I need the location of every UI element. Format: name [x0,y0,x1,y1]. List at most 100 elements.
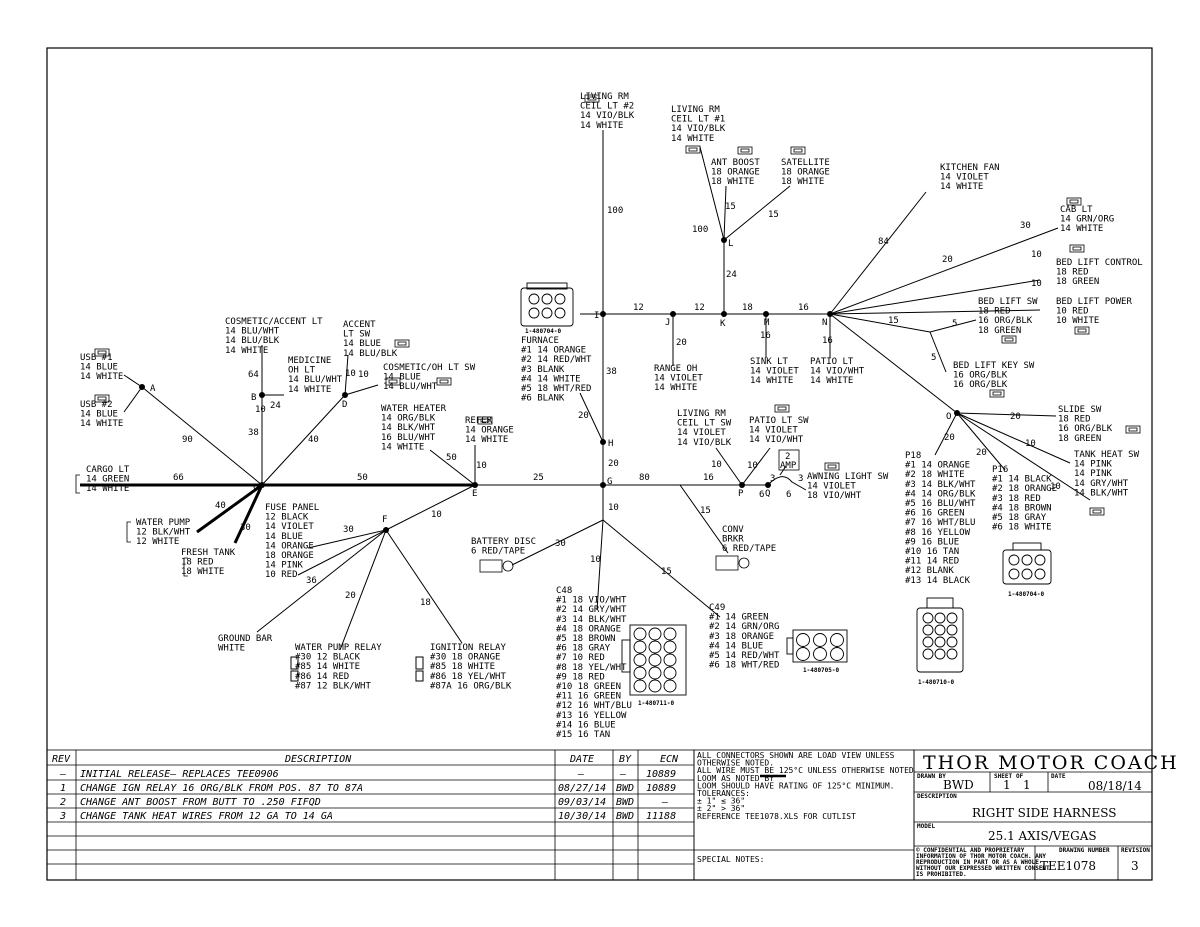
bundle-line: #6 16 GREEN [905,509,965,519]
bundle-line: WATER PUMP [136,518,191,528]
bundle-line: #1 14 ORANGE [905,461,970,471]
bundle-line: GROUND BAR [218,634,273,644]
bundle-line: LIVING RM [580,92,629,102]
bundle-line: 14 WHITE [465,435,508,445]
connector-pin [946,612,958,624]
bundle-ignition-relay: IGNITION RELAY#30 18 ORANGE#85 18 WHITE#… [430,643,512,691]
svg-text:1-480710-0: 1-480710-0 [918,679,955,686]
wire-length: 10 [747,461,758,471]
bundle-line: BED LIFT SW [978,297,1038,307]
bundle-line: WATER HEATER [381,404,447,414]
bundle-line: #12 BLANK [905,566,954,576]
bundle-line: 6 RED/TAPE [471,547,525,557]
bundle-line: 14 PINK [265,561,304,571]
node-o: O [946,412,951,422]
wire-length: 40 [308,435,319,445]
bundle-line: OH LT [288,366,316,376]
bundle-line: P16 [992,465,1008,475]
wire-length: 20 [608,459,619,469]
connector-icon [394,339,410,348]
bundle-line: #3 18 ORANGE [709,632,774,642]
connector-pin [1008,568,1020,580]
connector-pin [648,679,662,693]
drawing-number: TEE1078 [1040,859,1096,873]
note-line: ± 2" > 36" [697,804,745,813]
wire-length: 5 [952,319,957,329]
connector-pin [633,653,647,667]
bundle-line: 14 VIO/WHT [749,435,804,445]
bundle-line: CEIL LT #2 [580,102,634,112]
note-line: LOOM SHOULD HAVE RATING OF 125°C MINIMUM… [697,781,894,790]
bundle-line: 14 BLK/WHT [1074,488,1129,498]
wire-length: 16 [798,303,809,313]
wire-length: 20 [976,448,987,458]
connector-icon [477,416,493,425]
connector-pin [663,653,677,667]
wire-length: 24 [270,401,281,411]
connector-pin [1008,554,1020,566]
bundle-line: 18 WHITE [711,177,754,187]
rev-cell: 10889 [646,783,676,794]
bundle-line: LIVING RM [677,409,726,419]
connector-pin [541,307,553,319]
bundle-line: #2 18 WHITE [905,470,965,480]
wire-length: 20 [1010,412,1021,422]
wire-length: 38 [248,428,259,438]
bundle-line: WHITE [218,644,245,654]
node-q: Q [765,489,770,499]
bundle-line: 10 RED [1056,307,1089,317]
wire-length: 15 [700,506,711,516]
wire-length: 18 [420,598,431,608]
bundle-line: #85 18 WHITE [430,662,495,672]
bundle-furnace: FURNACE#1 14 ORANGE#2 14 RED/WHT#3 BLANK… [521,336,592,404]
node-g: G [607,477,612,487]
connector-pin [648,627,662,641]
bundle-c48: C48#1 18 VIO/WHT#2 14 GRY/WHT#3 14 BLK/W… [556,586,632,740]
bundle-line: 14 WHITE [654,383,697,393]
bundle-line: #1 18 VIO/WHT [556,596,627,606]
connector-pin [648,653,662,667]
rev-cell: 11188 [646,811,676,822]
bundle-line: SLIDE SW [1058,405,1102,415]
wire-length: 36 [306,576,317,586]
wire-length: 15 [888,316,899,326]
wire-length: 90 [182,435,193,445]
wire-length: 18 [742,303,753,313]
wire-length: 40 [215,501,226,511]
bundle-line: 14 BLUE [80,410,118,420]
bundle-line: 10 RED [265,570,298,580]
bundle-line: #4 18 ORANGE [556,624,621,634]
bundle-line: 18 RED [181,558,214,568]
bundle-line: 14 ORANGE [465,426,514,436]
connector-icon [1066,197,1082,206]
bundle-line: 14 WHITE [750,376,793,386]
bundle-line: BED LIFT POWER [1056,297,1132,307]
bundle-line: 14 WHITE [80,419,123,429]
bundle-line: 10 WHITE [1056,316,1099,326]
bundle-line: #4 14 ORG/BLK [905,489,976,499]
bundle-line: REFER [465,416,493,426]
wire-length: 10 [1031,250,1042,260]
wire-length: 50 [357,473,368,483]
bundle-line: 14 WHITE [80,372,123,382]
connector-pin [663,627,677,641]
rev-cell: INITIAL RELEASE— REPLACES TEE0906 [80,769,279,780]
bundle-line: #6 18 WHITE [992,523,1052,533]
wire-length: 30 [1020,221,1031,231]
notes-block: ALL CONNECTORS SHOWN ARE LOAD VIEW UNLES… [693,749,915,881]
bundle-line: #11 14 RED [905,557,959,567]
rev-cell: CHANGE TANK HEAT WIRES FROM 12 GA TO 14 … [80,811,333,822]
bundle-line: 16 ORG/BLK [953,380,1008,390]
bundle-line: #15 16 TAN [556,730,610,740]
note-line: ± 1" ≤ 36" [697,797,745,806]
bundle-line: WATER PUMP RELAY [295,643,382,653]
